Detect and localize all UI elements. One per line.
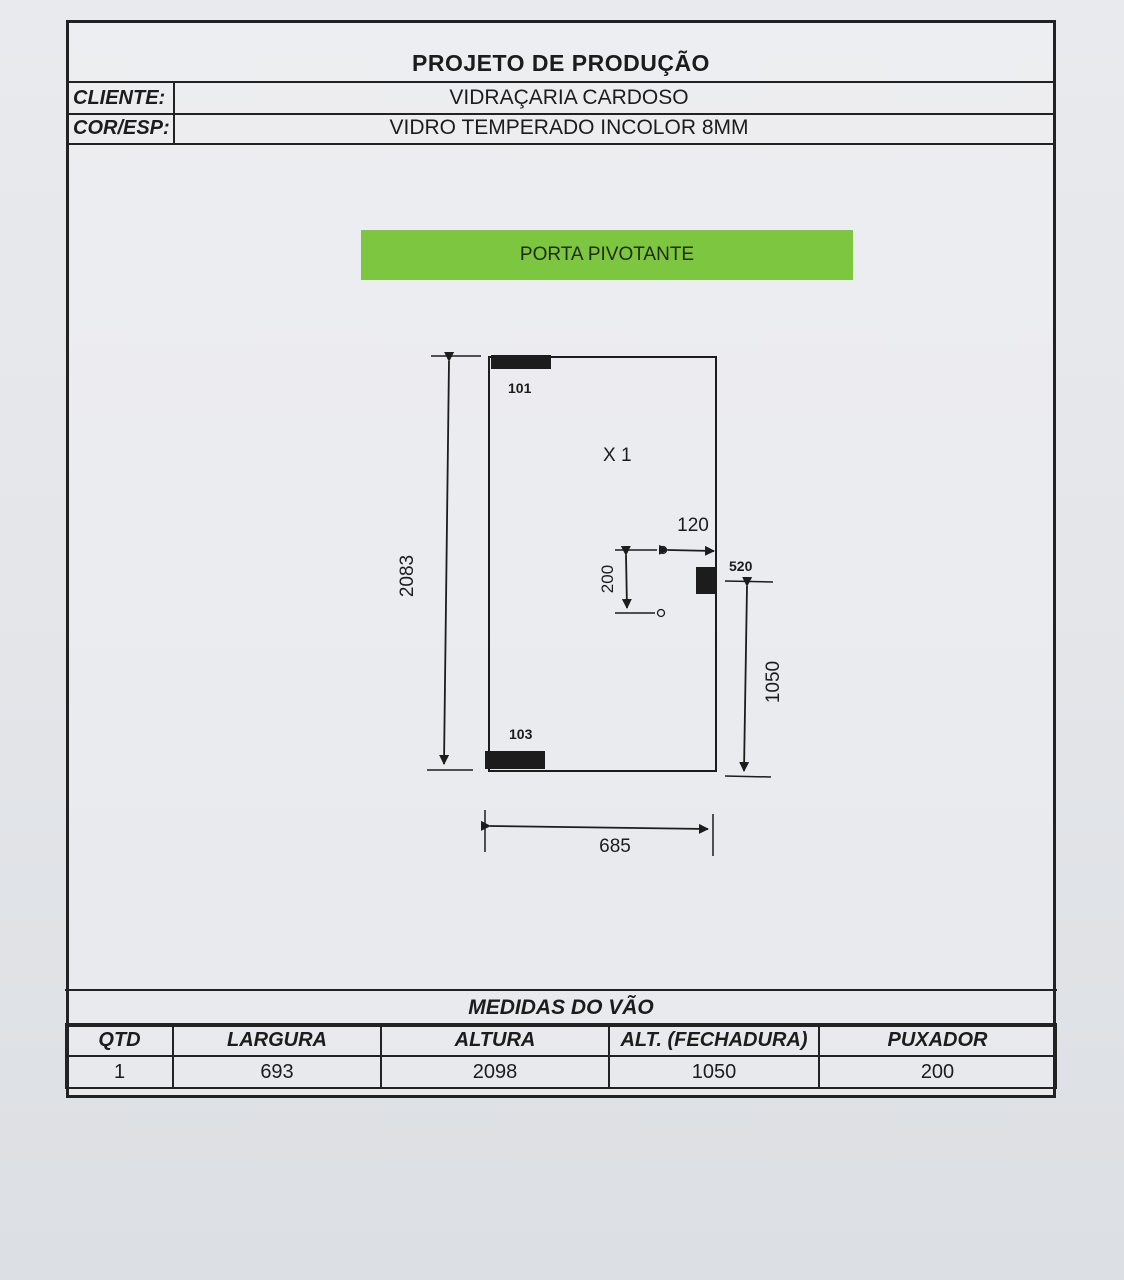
lock-ext-top <box>724 580 774 583</box>
header-puxador: PUXADOR <box>818 1023 1057 1057</box>
header-alt-fechadura: ALT. (FECHADURA) <box>608 1023 820 1057</box>
color-value: VIDRO TEMPERADO INCOLOR 8MM <box>389 116 749 139</box>
handle-hole-bottom <box>656 608 666 618</box>
bottom-fitting-code: 103 <box>509 726 533 742</box>
measures-table: QTD LARGURA ALTURA ALT. (FECHADURA) PUXA… <box>65 1023 1057 1089</box>
quantity-mark: X 1 <box>603 445 632 466</box>
lock-block <box>696 567 716 594</box>
measures-value-row: 1 693 2098 1050 200 <box>65 1055 1057 1089</box>
lock-height-text: 1050 <box>763 661 784 703</box>
header-largura: LARGURA <box>172 1023 382 1057</box>
value-altura: 2098 <box>380 1055 610 1089</box>
color-label: COR/ESP: <box>69 113 175 143</box>
header-altura: ALTURA <box>380 1023 610 1057</box>
door-drawing: 101 103 X 1 2083 685 200 120 520 1050 <box>397 351 784 857</box>
measures-section: MEDIDAS DO VÃO QTD LARGURA ALTURA ALT. (… <box>65 989 1057 1101</box>
handle-spacing-text: 200 <box>598 565 617 593</box>
header-qtd: QTD <box>65 1023 174 1057</box>
value-largura: 693 <box>172 1055 382 1089</box>
bottom-fitting <box>485 751 545 769</box>
lock-height-line <box>739 576 753 772</box>
lock-ext-bottom <box>724 775 772 778</box>
measures-header-row: QTD LARGURA ALTURA ALT. (FECHADURA) PUXA… <box>65 1023 1057 1057</box>
top-fitting-code: 101 <box>508 380 532 396</box>
value-alt-fechadura: 1050 <box>608 1055 820 1089</box>
product-banner: PORTA PIVOTANTE <box>361 230 853 280</box>
client-value: VIDRAÇARIA CARDOSO <box>449 86 689 109</box>
handle-spacing-line <box>620 545 632 609</box>
lock-code: 520 <box>729 558 753 574</box>
door-outline <box>488 356 717 772</box>
height-dim-text: 2083 <box>397 555 418 597</box>
client-label: CLIENTE: <box>69 83 175 113</box>
color-row: COR/ESP: VIDRO TEMPERADO INCOLOR 8MM <box>69 113 1053 145</box>
handle-hole-top <box>658 545 668 555</box>
handle-offset-text: 120 <box>677 515 709 536</box>
height-dim-line <box>439 351 455 765</box>
value-puxador: 200 <box>818 1055 1057 1089</box>
sheet-title: PROJETO DE PRODUÇÃO <box>69 23 1053 83</box>
handle-offset-line <box>658 544 715 556</box>
width-dim-text: 685 <box>599 836 631 857</box>
client-row: CLIENTE: VIDRAÇARIA CARDOSO <box>69 83 1053 115</box>
production-sheet: PROJETO DE PRODUÇÃO CLIENTE: VIDRAÇARIA … <box>65 20 1057 1101</box>
measures-title: MEDIDAS DO VÃO <box>65 989 1057 1027</box>
top-fitting <box>491 355 551 369</box>
width-dim-line <box>480 820 709 834</box>
value-qtd: 1 <box>65 1055 174 1089</box>
